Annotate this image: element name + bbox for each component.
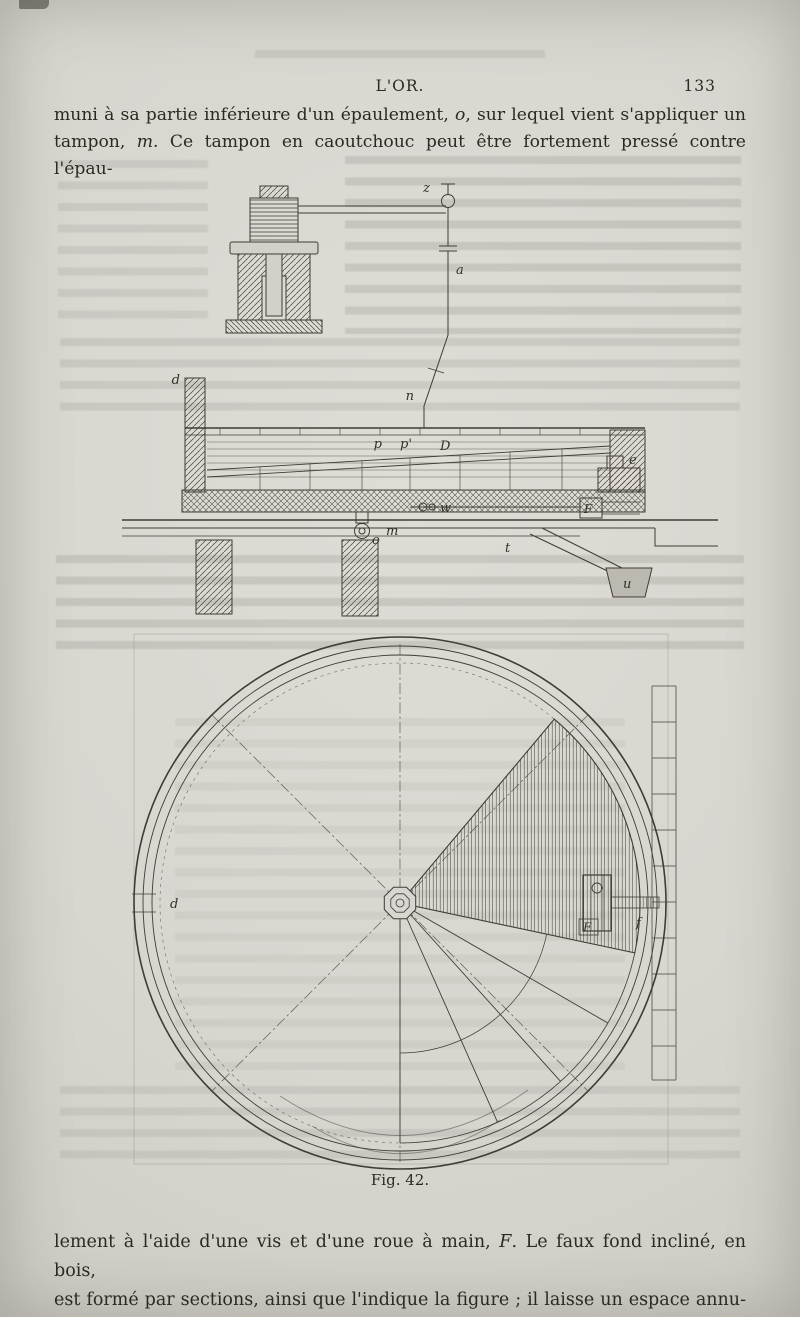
figure1-label-o: o bbox=[372, 533, 380, 548]
paragraph-line: lement à l'aide d'une vis et d'une roue … bbox=[54, 1228, 746, 1286]
text-run: tampon, bbox=[54, 132, 137, 152]
paragraph-line: tampon, m. Ce tampon en caoutchouc peut … bbox=[54, 129, 746, 183]
figure-42-vat-plan-view: d F f bbox=[132, 633, 677, 1170]
text-run: muni à sa partie inférieure d'un épaulem… bbox=[54, 105, 455, 125]
figure1-label-D: D bbox=[439, 439, 451, 454]
page-number: 133 bbox=[683, 77, 716, 95]
figure2-label-d: d bbox=[170, 897, 178, 912]
text-run: . Le faux fond incliné, en bois, bbox=[54, 1232, 746, 1281]
part-letter-m: m bbox=[136, 132, 154, 152]
paragraph-line: est formé par sections, ainsi que l'indi… bbox=[54, 1289, 746, 1310]
text-run: , sur lequel vient s'appliquer un bbox=[465, 105, 746, 125]
supply-pipe-and-stopcock bbox=[423, 183, 457, 428]
figure1-label-t: t bbox=[505, 541, 511, 556]
lower-arc-traces bbox=[279, 1089, 529, 1155]
figure1-label-a: a bbox=[456, 263, 464, 278]
figure2-label-f: f bbox=[635, 916, 643, 931]
bleedthrough-text bbox=[345, 156, 741, 334]
figure1-label-u: u bbox=[623, 577, 631, 592]
figure-caption: Fig. 42. bbox=[370, 1171, 430, 1189]
paragraph-top: muni à sa partie inférieure d'un épaulem… bbox=[54, 102, 746, 183]
figure-press-and-vat-cross-section: z a n d p p' D o m w t e F u bbox=[122, 181, 718, 617]
figure1-label-z: z bbox=[422, 181, 430, 196]
figure1-label-n: n bbox=[406, 389, 414, 404]
work-bench bbox=[122, 519, 718, 617]
figure1-label-m: m bbox=[386, 524, 398, 539]
figure1-label-F: F bbox=[583, 502, 593, 516]
center-hub bbox=[383, 886, 417, 920]
ladder-scale-strip bbox=[651, 685, 677, 1081]
text-run: lement à l'aide d'une vis et d'une roue … bbox=[54, 1232, 500, 1252]
figure1-label-e: e bbox=[629, 453, 637, 468]
discharge-spout bbox=[529, 527, 653, 598]
paragraph-bottom: lement à l'aide d'une vis et d'une roue … bbox=[54, 1228, 746, 1317]
rim-reference-ticks bbox=[132, 893, 156, 913]
figure1-label-p: p bbox=[374, 437, 383, 452]
page-corner-mark bbox=[19, 0, 49, 9]
hatched-false-bottom-sector bbox=[398, 718, 641, 954]
part-letter-F: F bbox=[499, 1232, 512, 1252]
figure2-label-F: F bbox=[582, 921, 592, 935]
figure1-label-w: w bbox=[440, 501, 451, 516]
part-letter-o: o bbox=[454, 105, 466, 125]
adjusting-screw-and-bracket bbox=[579, 455, 641, 519]
figure1-label-d: d bbox=[172, 373, 180, 388]
bleedthrough-text bbox=[60, 338, 740, 418]
false-bottom-section-spokes bbox=[399, 902, 636, 1144]
figure1-label-p-prime: p' bbox=[400, 437, 412, 452]
paragraph-line: muni à sa partie inférieure d'un épaulem… bbox=[54, 102, 746, 129]
text-run: . Ce tampon en caoutchouc peut être fort… bbox=[54, 132, 746, 179]
running-title: L'OR. bbox=[375, 77, 425, 95]
bleedthrough-text bbox=[255, 50, 545, 63]
screw-press-clamp bbox=[225, 185, 446, 334]
bleedthrough-text bbox=[58, 160, 208, 330]
